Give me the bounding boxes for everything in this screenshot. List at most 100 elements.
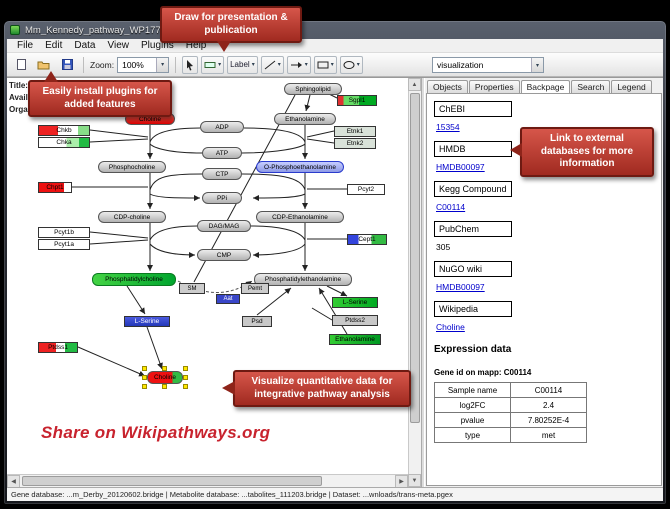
label-tool-button[interactable]: Label ▾ [227,55,258,74]
client-area: File Edit Data View Plugins Help Zoom: 100% ▾ [7,39,663,501]
backpage-section-header: Kegg Compound [434,181,512,197]
node-atp[interactable]: ATP [202,147,242,159]
node-phosphocholine[interactable]: Phosphocholine [98,161,166,173]
arrow-tool-button[interactable]: ▾ [286,55,311,74]
hscroll-thumb[interactable] [22,476,322,486]
node-cdp-ethanolamine[interactable]: CDP-Ethanolamine [256,211,344,223]
node-adp[interactable]: ADP [200,121,244,133]
visualization-value: visualization [437,60,484,70]
save-button[interactable] [57,56,77,74]
node-cmp[interactable]: CMP [197,249,251,261]
node-pcyt1b[interactable]: Pcyt1b [38,227,90,238]
toolbar: Zoom: 100% ▾ ▾ Label ▾ ▾ [7,53,663,77]
node-pemt[interactable]: Pemt [241,283,269,294]
selection-handle[interactable] [142,384,147,389]
node-ethanolamine-top[interactable]: Ethanolamine [274,113,336,125]
scroll-right-icon[interactable]: ▶ [395,475,408,487]
backpage-link[interactable]: 15354 [436,122,460,132]
node-ctp[interactable]: CTP [202,168,242,180]
callout-pointer-icon [510,143,522,157]
node-phosphatidylethanolamine[interactable]: Phosphatidylethanolamine [254,273,352,286]
scroll-down-icon[interactable]: ▼ [408,474,421,487]
oval-shape-tool-button[interactable]: ▾ [339,55,363,74]
node-chkb[interactable]: Chkb [38,125,90,136]
horizontal-scrollbar[interactable]: ◀ ▶ [7,474,408,487]
menu-edit[interactable]: Edit [45,40,63,51]
node-pcyt1a[interactable]: Pcyt1a [38,239,90,250]
chevron-down-icon: ▾ [330,62,334,68]
chevron-down-icon: ▾ [277,62,281,68]
sidebar-splitter[interactable] [421,78,425,487]
scroll-up-icon[interactable]: ▲ [408,78,421,91]
datanode-tool-button[interactable]: ▾ [201,55,225,74]
node-sgpl1[interactable]: Sgpl1 [337,95,377,106]
node-ppi[interactable]: PPi [202,192,242,204]
selection-handle[interactable] [183,374,188,380]
node-l-serine-left[interactable]: L-Serine [124,316,170,327]
vscroll-thumb[interactable] [410,93,420,423]
backpage-link[interactable]: HMDB00097 [436,162,485,172]
node-dag-mag[interactable]: DAG/MAG [197,220,251,232]
node-ptdss2[interactable]: Ptdss2 [332,315,378,326]
tab-search[interactable]: Search [571,80,611,93]
rect-shape-tool-button[interactable]: ▾ [313,55,337,74]
node-aat[interactable]: Aat [216,294,240,304]
node-choline-selected[interactable]: Choline [147,371,183,384]
selection-handle[interactable] [183,384,188,389]
node-ethanolamine-bottom[interactable]: Ethanolamine [329,334,381,345]
pointer-icon [187,59,194,70]
menu-file[interactable]: File [17,40,34,51]
tab-backpage[interactable]: Backpage [520,80,571,94]
table-cell: type [434,427,511,443]
menu-data[interactable]: Data [74,40,96,51]
title-bar[interactable]: Mm_Kennedy_pathway_WP1771_45176.gpml [4,21,666,39]
backpage-link[interactable]: C00114 [436,202,466,212]
node-o-phosphoethanolamine[interactable]: O-Phosphoethanolamine [256,161,344,173]
selection-handle[interactable] [183,366,188,371]
callout-pointer-icon [222,381,235,395]
menu-plugins[interactable]: Plugins [140,40,174,51]
line-tool-button[interactable]: ▾ [260,55,284,74]
tab-legend[interactable]: Legend [611,80,652,93]
new-button[interactable] [11,56,31,74]
selection-handle[interactable] [142,366,147,371]
chevron-down-icon: ▾ [218,62,222,68]
node-phosphatidylcholine[interactable]: Phosphatidylcholine [92,273,176,286]
node-cdp-choline[interactable]: CDP-choline [98,211,166,223]
scroll-left-icon[interactable]: ◀ [7,475,20,487]
tab-properties[interactable]: Properties [468,80,520,93]
node-sphingolipid[interactable]: Sphingolipid [284,83,342,95]
callout-pointer-icon [217,41,231,52]
node-chpt1[interactable]: Chpt1 [38,182,72,193]
selection-handle[interactable] [162,384,167,389]
selection-handle[interactable] [162,366,167,371]
zoom-value: 100% [122,59,144,70]
menu-help[interactable]: Help [185,40,207,51]
node-psd[interactable]: Psd [242,316,272,327]
node-pcyt2[interactable]: Pcyt2 [347,184,385,195]
menu-view[interactable]: View [107,40,129,51]
callout-draw-text: Draw for presentation & publication [174,12,288,36]
backpage-section-header: HMDB [434,141,512,157]
zoom-label: Zoom: [90,59,115,70]
selection-handle[interactable] [142,374,147,380]
node-l-serine-right[interactable]: L-Serine [332,297,378,308]
node-chka[interactable]: Chka [38,137,90,148]
select-tool-button[interactable] [182,55,199,74]
backpage-link[interactable]: Choline [436,322,465,332]
tab-objects[interactable]: Objects [427,80,468,93]
node-cept1[interactable]: Cept1 [347,234,387,245]
node-ptdss1[interactable]: Ptdss1 [38,342,78,353]
visualization-combobox[interactable]: visualization ▾ [432,57,544,73]
vertical-scrollbar[interactable]: ▲ ▼ [408,78,421,487]
node-etnk1[interactable]: Etnk1 [334,126,376,137]
open-button[interactable] [34,56,54,74]
node-etnk2[interactable]: Etnk2 [334,138,376,149]
backpage-section-header: PubChem [434,221,512,237]
node-sm[interactable]: SM [179,283,205,294]
chevron-down-icon: ▾ [304,62,308,68]
backpage-link[interactable]: HMDB00097 [436,282,485,292]
zoom-combobox[interactable]: 100% ▾ [117,56,170,73]
